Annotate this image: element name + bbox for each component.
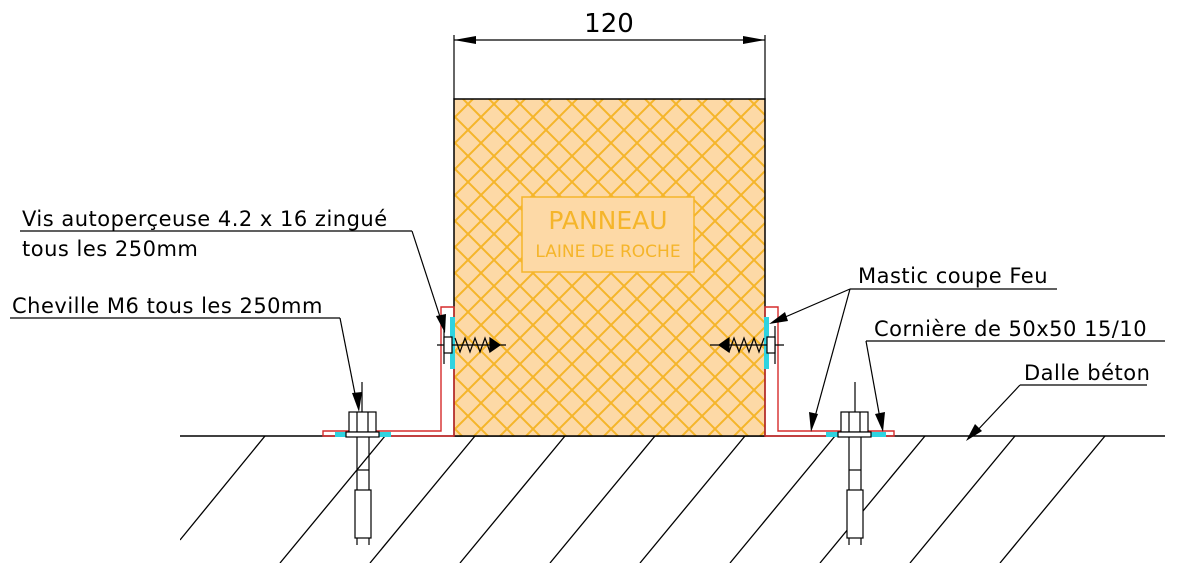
leader-screw-arrow-icon (436, 314, 446, 333)
label-screw-line1: Vis autoperçeuse 4.2 x 16 zingué (22, 207, 388, 231)
panel-title: PANNEAU (548, 206, 667, 235)
anchor-bolt-left (345, 382, 380, 545)
leader-screw (20, 230, 444, 327)
angle-right (764, 306, 895, 437)
label-sealant: Mastic coupe Feu (858, 264, 1048, 288)
panel-label-box (521, 196, 695, 273)
leader-anchor-arrow-icon (352, 392, 362, 412)
dimension-value: 120 (584, 9, 634, 39)
label-anchor: Cheville M6 tous les 250mm (12, 294, 323, 318)
leader-slab (973, 384, 1147, 435)
concrete-slab-hatch (180, 436, 1106, 563)
leader-angle (865, 340, 1165, 425)
dimension-arrow-left-icon (454, 36, 476, 44)
screw-left (437, 326, 506, 364)
dimension-arrow-right-icon (743, 36, 765, 44)
label-slab: Dalle béton (1024, 361, 1150, 385)
angle-left (322, 306, 455, 437)
anchor-bolt-right (837, 382, 872, 545)
label-screw-line2: tous les 250mm (22, 237, 198, 261)
leader-sealant-arrow-2-icon (809, 412, 818, 432)
screw-right (710, 326, 784, 364)
rock-wool-panel: PANNEAU LAINE DE ROCHE (453, 98, 766, 437)
leader-angle-arrow-icon (875, 412, 885, 432)
width-dimension: 120 (453, 9, 766, 99)
leader-anchor (10, 317, 358, 405)
panel-subtitle: LAINE DE ROCHE (535, 242, 680, 262)
label-angle: Cornière de 50x50 15/10 (874, 317, 1147, 341)
leader-sealant (775, 288, 1057, 425)
leader-sealant-arrow-1-icon (769, 312, 788, 324)
leader-slab-arrow-icon (966, 424, 982, 441)
